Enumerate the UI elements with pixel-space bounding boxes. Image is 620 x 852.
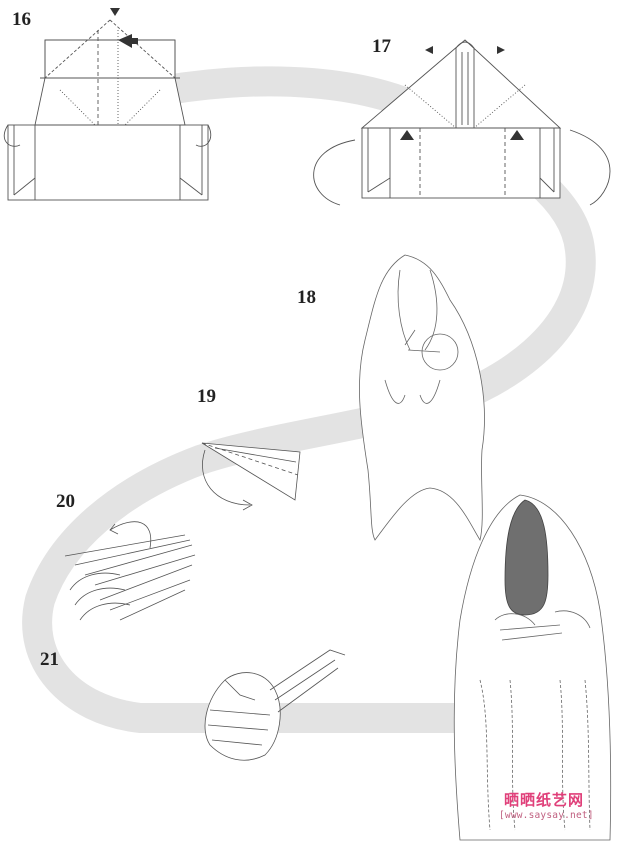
- valley-arrow-icon: [497, 46, 505, 54]
- watermark-url: [www.saysay.net]: [499, 810, 594, 821]
- step-number-21: 21: [40, 650, 59, 669]
- valley-arrow-icon: [425, 46, 433, 54]
- step-17-figure: [314, 40, 610, 205]
- rotate-arrow-icon: [314, 140, 355, 205]
- step-number-20: 20: [56, 492, 75, 511]
- pleat-arrow-icon: [110, 522, 151, 548]
- step-number-19: 19: [197, 387, 216, 406]
- step-number-16: 16: [12, 10, 31, 29]
- watermark-site-name: 晒晒纸艺网: [504, 789, 584, 810]
- step-number-17: 17: [372, 37, 391, 56]
- step-16-figure: [4, 20, 211, 200]
- rotate-arrow-icon: [570, 130, 610, 205]
- valley-arrow-icon: [110, 8, 120, 16]
- step-number-18: 18: [297, 288, 316, 307]
- step-18-figure: [359, 255, 484, 540]
